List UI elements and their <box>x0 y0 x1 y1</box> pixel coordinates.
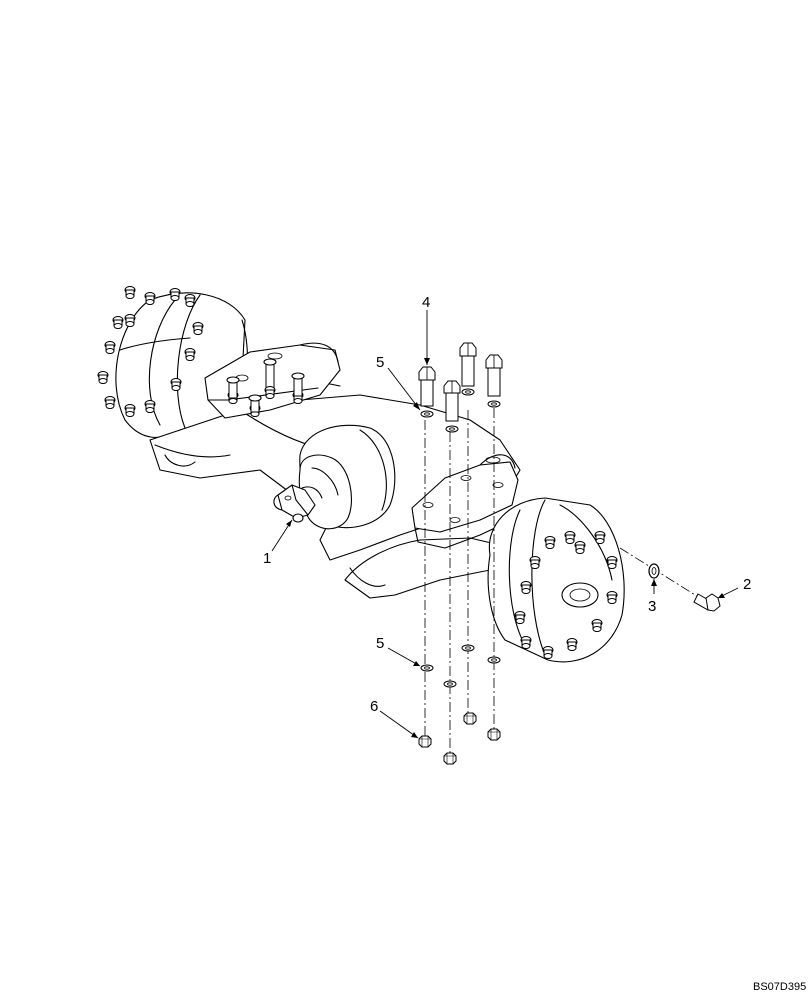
upper-bolts <box>418 342 503 422</box>
input-yoke <box>273 484 316 523</box>
lower-washers <box>420 644 501 688</box>
bolt-4 <box>485 354 503 397</box>
bolt-3 <box>459 342 477 387</box>
assembly-centre-lines <box>424 408 701 760</box>
hub-washer <box>648 563 660 579</box>
bolt-2 <box>443 380 461 422</box>
callout-2: 2 <box>743 576 751 593</box>
right-wheel-hub <box>487 497 625 663</box>
lower-nuts <box>418 712 501 765</box>
callout-4: 4 <box>422 294 430 311</box>
callout-3: 3 <box>648 598 656 615</box>
left-mounting-pad <box>204 342 341 419</box>
callout-6: 6 <box>370 698 378 715</box>
callout-5-upper: 5 <box>376 354 384 371</box>
differential-housing <box>298 424 396 530</box>
callout-leaders <box>271 310 739 739</box>
hub-bolt <box>693 593 721 612</box>
bolt-1 <box>418 366 436 407</box>
callout-1: 1 <box>263 550 271 567</box>
callout-5-lower: 5 <box>376 635 384 652</box>
figure-code: BS07D395 <box>753 981 806 993</box>
right-mounting-pad <box>411 454 519 549</box>
